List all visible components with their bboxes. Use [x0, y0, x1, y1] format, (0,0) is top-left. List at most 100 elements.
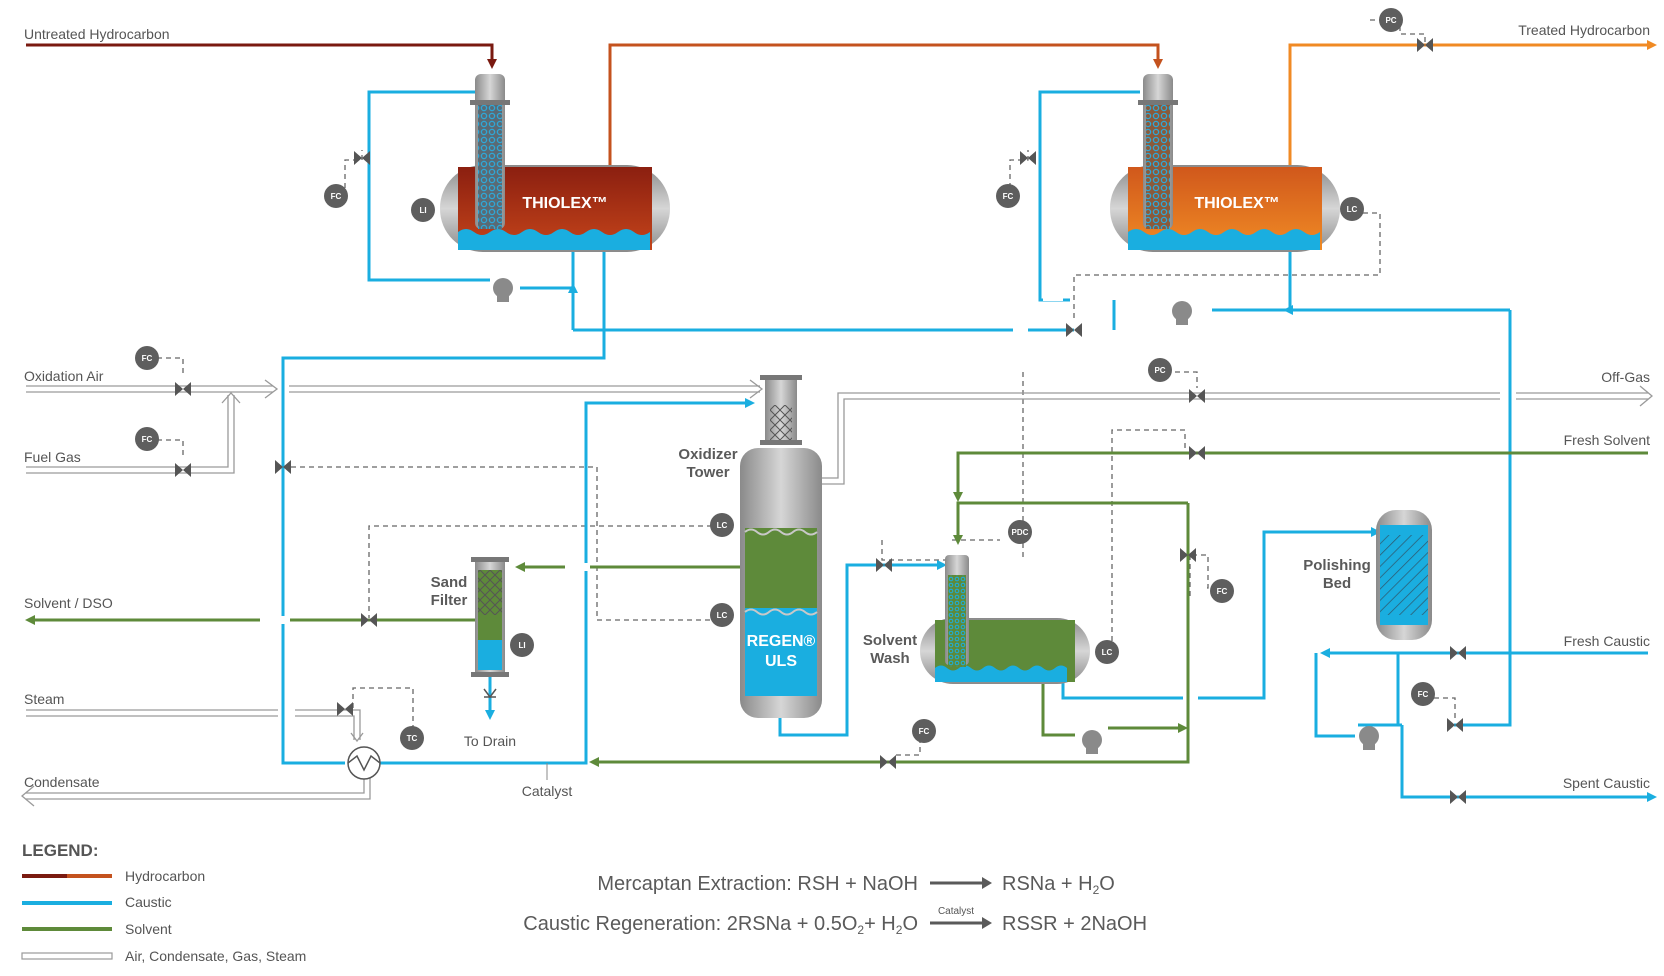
- lc-instrument[interactable]: LC: [710, 513, 734, 537]
- treated-hydrocarbon-label: Treated Hydrocarbon: [1518, 22, 1650, 38]
- pump-4[interactable]: [1359, 726, 1379, 750]
- pumps: [493, 278, 1379, 754]
- lc-instrument[interactable]: LC: [1095, 640, 1119, 664]
- valve[interactable]: [876, 558, 892, 572]
- svg-text:FC: FC: [142, 435, 153, 444]
- valve[interactable]: [354, 151, 370, 165]
- caustic-lines: [281, 90, 1657, 802]
- valve[interactable]: [275, 460, 291, 474]
- equation-2-left: Caustic Regeneration: 2RSNa + 0.5O2+ H2O: [523, 913, 918, 937]
- valve[interactable]: [1020, 151, 1036, 165]
- pc-instrument[interactable]: PC: [1379, 8, 1403, 32]
- valve[interactable]: [880, 755, 896, 769]
- valve[interactable]: [1450, 790, 1466, 804]
- svg-text:Hydrocarbon: Hydrocarbon: [125, 868, 205, 884]
- fc-instrument[interactable]: FC: [135, 427, 159, 451]
- polishing-bed-label-line2: Bed: [1323, 575, 1351, 592]
- svg-text:FC: FC: [919, 727, 930, 736]
- valve[interactable]: [1180, 548, 1196, 562]
- sand-filter[interactable]: [471, 557, 509, 677]
- equations: Mercaptan Extraction: RSH + NaOH RSNa + …: [523, 873, 1147, 937]
- steam-label: Steam: [24, 691, 64, 707]
- valve[interactable]: [1417, 38, 1433, 52]
- legend: LEGEND: Hydrocarbon Caustic Solvent Air,…: [21, 841, 306, 964]
- fresh-caustic-label: Fresh Caustic: [1564, 633, 1650, 649]
- legend-item-solvent: Solvent: [22, 921, 172, 937]
- svg-text:FC: FC: [142, 354, 153, 363]
- svg-text:Caustic: Caustic: [125, 894, 172, 910]
- equation-1-right: RSNa + H2O: [1002, 873, 1115, 897]
- fc-instrument[interactable]: FC: [324, 184, 348, 208]
- pump-1[interactable]: [493, 278, 513, 302]
- pc-instrument[interactable]: PC: [1148, 358, 1172, 382]
- thiolex-1-label: THIOLEX™: [522, 195, 607, 212]
- solvent-wash-vessel[interactable]: [920, 555, 1090, 684]
- fc-instrument[interactable]: FC: [1411, 682, 1435, 706]
- oxidation-air-label: Oxidation Air: [24, 368, 104, 384]
- regen-label-line2: ULS: [765, 653, 797, 670]
- lc-instrument[interactable]: LC: [710, 603, 734, 627]
- oxidizer-label-line1: Oxidizer: [678, 446, 737, 463]
- catalyst-over-arrow: Catalyst: [938, 906, 974, 917]
- valve[interactable]: [175, 382, 191, 396]
- svg-text:Solvent: Solvent: [125, 921, 172, 937]
- oxidizer-tower[interactable]: REGEN® ULS: [740, 375, 822, 718]
- equation-1-left: Mercaptan Extraction: RSH + NaOH: [597, 873, 918, 895]
- svg-text:PDC: PDC: [1012, 528, 1029, 537]
- catalyst-label: Catalyst: [522, 783, 573, 799]
- sand-filter-label-line2: Filter: [431, 592, 468, 609]
- svg-text:Air, Condensate, Gas, Steam: Air, Condensate, Gas, Steam: [125, 948, 306, 964]
- utility-lines: [26, 385, 1648, 800]
- fc-instrument[interactable]: FC: [1210, 579, 1234, 603]
- legend-title: LEGEND:: [22, 841, 99, 860]
- hydrocarbon-lines: [26, 40, 1657, 168]
- svg-text:PC: PC: [1385, 16, 1396, 25]
- valve[interactable]: [1189, 389, 1205, 403]
- lc-instrument[interactable]: LC: [1340, 197, 1364, 221]
- valve[interactable]: [1450, 646, 1466, 660]
- li-instrument[interactable]: LI: [411, 198, 435, 222]
- svg-text:LC: LC: [1347, 205, 1358, 214]
- fc-instrument[interactable]: FC: [996, 184, 1020, 208]
- pump-2[interactable]: [1172, 301, 1192, 325]
- thiolex-vessel-1[interactable]: THIOLEX™: [440, 74, 670, 252]
- svg-text:LC: LC: [1102, 648, 1113, 657]
- pdc-instrument[interactable]: PDC: [1008, 520, 1032, 544]
- thiolex-vessel-2[interactable]: THIOLEX™: [1110, 74, 1340, 252]
- instruments: FC LI FC LC PC FC FC PC LC LC PDC FC LC …: [135, 8, 1435, 750]
- pump-3[interactable]: [1082, 730, 1102, 754]
- li-instrument[interactable]: LI: [510, 633, 534, 657]
- polishing-bed-label-line1: Polishing: [1303, 557, 1371, 574]
- sand-filter-label-line1: Sand: [431, 574, 468, 591]
- polishing-bed[interactable]: [1376, 510, 1432, 640]
- valve[interactable]: [1189, 446, 1205, 460]
- valve[interactable]: [175, 463, 191, 477]
- svg-text:LC: LC: [717, 521, 728, 530]
- valves: [175, 38, 1466, 804]
- tc-instrument[interactable]: TC: [400, 726, 424, 750]
- legend-item-caustic: Caustic: [22, 894, 172, 910]
- svg-text:FC: FC: [1418, 690, 1429, 699]
- fc-instrument[interactable]: FC: [135, 346, 159, 370]
- solvent-lines: [25, 451, 1648, 767]
- off-gas-label: Off-Gas: [1601, 369, 1650, 385]
- solvent-wash-label-line2: Wash: [870, 650, 909, 667]
- svg-text:FC: FC: [1003, 192, 1014, 201]
- regen-label-line1: REGEN®: [747, 633, 816, 650]
- solvent-wash-label-line1: Solvent: [863, 632, 917, 649]
- valve[interactable]: [361, 613, 377, 627]
- valve[interactable]: [337, 702, 353, 716]
- oxidizer-label-line2: Tower: [686, 464, 729, 481]
- svg-text:TC: TC: [407, 734, 418, 743]
- valve[interactable]: [1447, 718, 1463, 732]
- heat-exchanger[interactable]: [347, 746, 381, 780]
- svg-text:PC: PC: [1154, 366, 1165, 375]
- to-drain-label: To Drain: [464, 733, 516, 749]
- svg-text:LI: LI: [518, 641, 525, 650]
- valve[interactable]: [1066, 323, 1082, 337]
- svg-text:FC: FC: [331, 192, 342, 201]
- fuel-gas-label: Fuel Gas: [24, 449, 81, 465]
- fc-instrument[interactable]: FC: [912, 719, 936, 743]
